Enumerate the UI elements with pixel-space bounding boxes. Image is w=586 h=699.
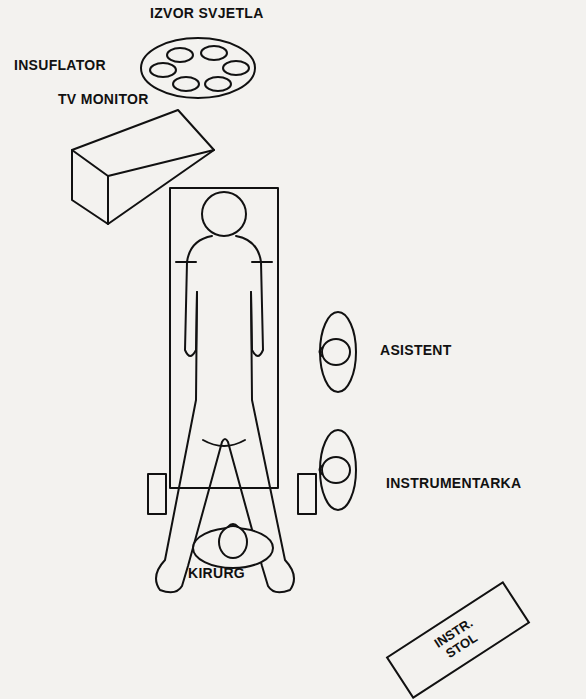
light-source <box>141 38 255 98</box>
lamp <box>167 48 193 62</box>
figure-label: INSUFLATOR <box>14 58 106 73</box>
figure-label: IZVOR SVJETLA <box>150 6 264 21</box>
assistant-shoulders <box>320 312 356 392</box>
scrub-nurse-nose <box>320 466 323 474</box>
lamp <box>205 77 231 91</box>
light-housing <box>141 38 255 98</box>
table-label: INSTR. STOL <box>423 610 493 670</box>
monitor-edge <box>72 150 214 176</box>
figure-label: KIRURG <box>188 566 245 581</box>
lamp <box>223 61 249 75</box>
leg-support <box>298 474 316 514</box>
lamp <box>150 63 176 77</box>
figure-label: ASISTENT <box>380 343 452 358</box>
patient <box>156 192 294 592</box>
surgeon-nose <box>228 524 238 527</box>
monitor-cart <box>72 110 214 224</box>
surgeon-head <box>219 526 247 558</box>
operating-table <box>148 188 316 514</box>
patient-head <box>202 192 246 236</box>
leg-support <box>148 474 166 514</box>
patient-hip-line <box>203 440 245 446</box>
patient-body-legs <box>156 292 294 592</box>
lamp <box>201 46 227 60</box>
figure-label: TV MONITOR <box>58 92 149 107</box>
monitor-outline <box>72 110 214 224</box>
assistant-figure <box>320 312 357 392</box>
instrument-table: INSTR. STOL <box>386 581 531 699</box>
scrub-nurse-head <box>322 457 350 483</box>
figure-label: INSTRUMENTARKA <box>386 476 521 491</box>
lamp <box>173 77 199 91</box>
monitor-edge <box>107 176 109 224</box>
assistant-head <box>322 339 350 365</box>
scrub-nurse-shoulders <box>320 430 356 510</box>
scrub-nurse-figure <box>320 430 357 510</box>
assistant-nose <box>320 348 323 356</box>
surgeon-figure <box>193 524 273 568</box>
